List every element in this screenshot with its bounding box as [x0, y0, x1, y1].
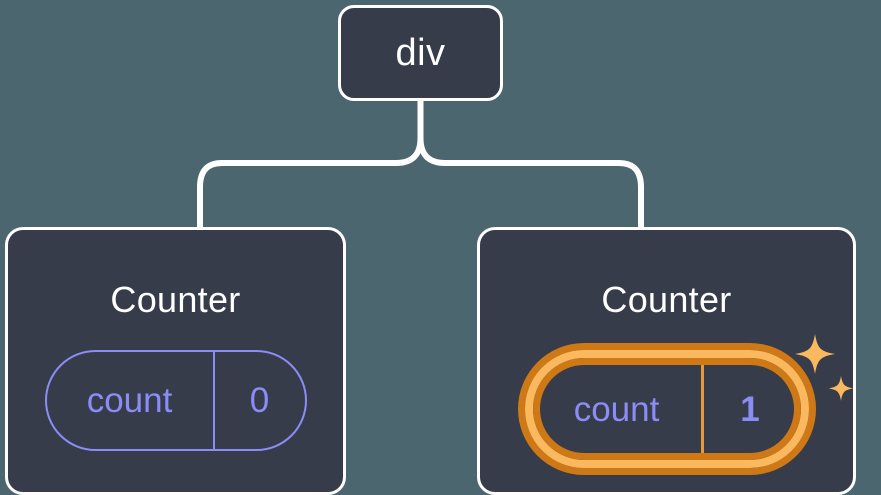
- node-counter-left-label: Counter: [110, 279, 241, 320]
- connector-to-left-counter: [197, 135, 424, 230]
- node-div[interactable]: div: [338, 5, 503, 101]
- state-pill-wrap-right: count 1: [524, 334, 853, 468]
- node-counter-right-label: Counter: [601, 279, 732, 320]
- state-pill-right-highlighted[interactable]: count 1: [524, 350, 809, 468]
- connector-to-right-counter: [417, 135, 644, 230]
- state-value-right: 1: [700, 358, 797, 460]
- node-counter-right[interactable]: Counter count 1: [477, 227, 856, 495]
- state-key-right: count: [573, 389, 660, 429]
- sparkle-icon-large: [794, 334, 835, 374]
- state-pill-left[interactable]: count 0: [44, 350, 307, 451]
- node-div-label: div: [395, 32, 446, 74]
- state-value-left: 0: [212, 352, 305, 449]
- sparkle-icon-small: [828, 376, 853, 401]
- state-pill-wrap-left: count 0: [44, 350, 307, 451]
- state-key-left: count: [86, 381, 173, 420]
- node-counter-left[interactable]: Counter count 0: [5, 227, 346, 495]
